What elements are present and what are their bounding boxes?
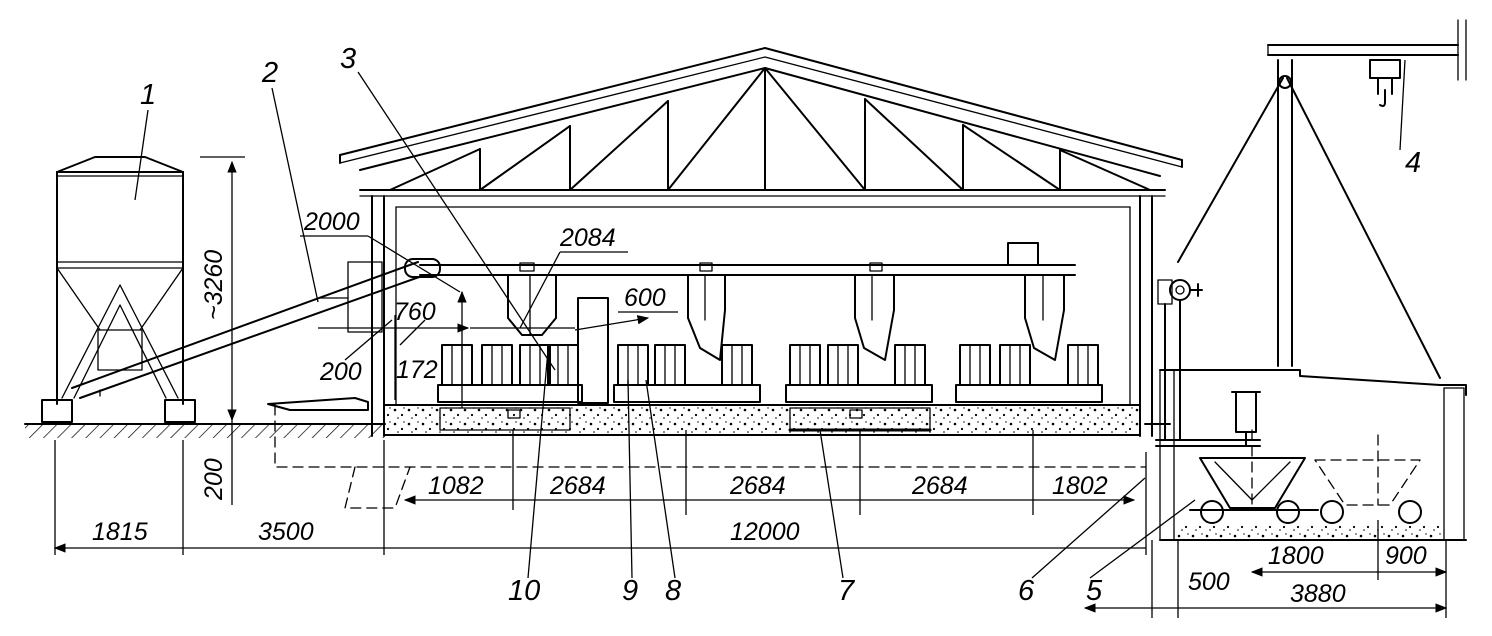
mould-cages xyxy=(437,344,1103,403)
dim-3880: 3880 xyxy=(1290,580,1346,608)
dim-1082: 1082 xyxy=(428,472,484,500)
dim-1802: 1802 xyxy=(1052,472,1108,500)
callout-2: 2 xyxy=(261,57,278,89)
callout-7: 7 xyxy=(838,575,856,607)
dim-2000: 2000 xyxy=(303,208,360,236)
dim-2684-b: 2684 xyxy=(729,472,786,500)
dim-172: 172 xyxy=(396,356,438,384)
callout-9: 9 xyxy=(622,575,638,607)
dim-1800: 1800 xyxy=(1268,542,1324,570)
callout-labels: 1 2 3 4 5 6 7 8 9 10 xyxy=(140,43,1421,607)
crane-bay xyxy=(1155,19,1467,541)
dim-760: 760 xyxy=(394,298,436,326)
dim-12000: 12000 xyxy=(730,518,800,546)
dim-3260: ~3260 xyxy=(200,250,228,320)
inclined-conveyor xyxy=(71,258,441,399)
dim-2684-a: 2684 xyxy=(549,472,606,500)
dim-2684-c: 2684 xyxy=(911,472,968,500)
overhead-rail xyxy=(419,242,1076,276)
callout-10: 10 xyxy=(508,575,540,607)
dim-1815: 1815 xyxy=(92,518,148,546)
ground xyxy=(24,423,1171,438)
dimension-labels: 1815 3500 12000 1082 2684 2684 2684 1802… xyxy=(92,208,1427,608)
callout-5: 5 xyxy=(1086,575,1103,607)
doser-hoppers xyxy=(507,274,1065,404)
dim-600: 600 xyxy=(624,284,666,312)
leader-lines xyxy=(134,59,1406,579)
callout-6: 6 xyxy=(1018,575,1035,607)
dim-200-b: 200 xyxy=(200,458,228,501)
callout-1: 1 xyxy=(140,79,156,111)
dim-200-a: 200 xyxy=(319,358,362,386)
foundation-dashed xyxy=(267,397,1146,509)
dim-900: 900 xyxy=(1385,542,1427,570)
building xyxy=(339,47,1183,437)
callout-3: 3 xyxy=(340,43,356,75)
dim-500: 500 xyxy=(1188,568,1230,596)
silo xyxy=(41,156,196,423)
dimension-lines xyxy=(53,156,1448,618)
dim-3500: 3500 xyxy=(258,518,314,546)
dim-2084: 2084 xyxy=(559,224,616,252)
callout-4: 4 xyxy=(1405,147,1421,179)
callout-8: 8 xyxy=(665,575,681,607)
